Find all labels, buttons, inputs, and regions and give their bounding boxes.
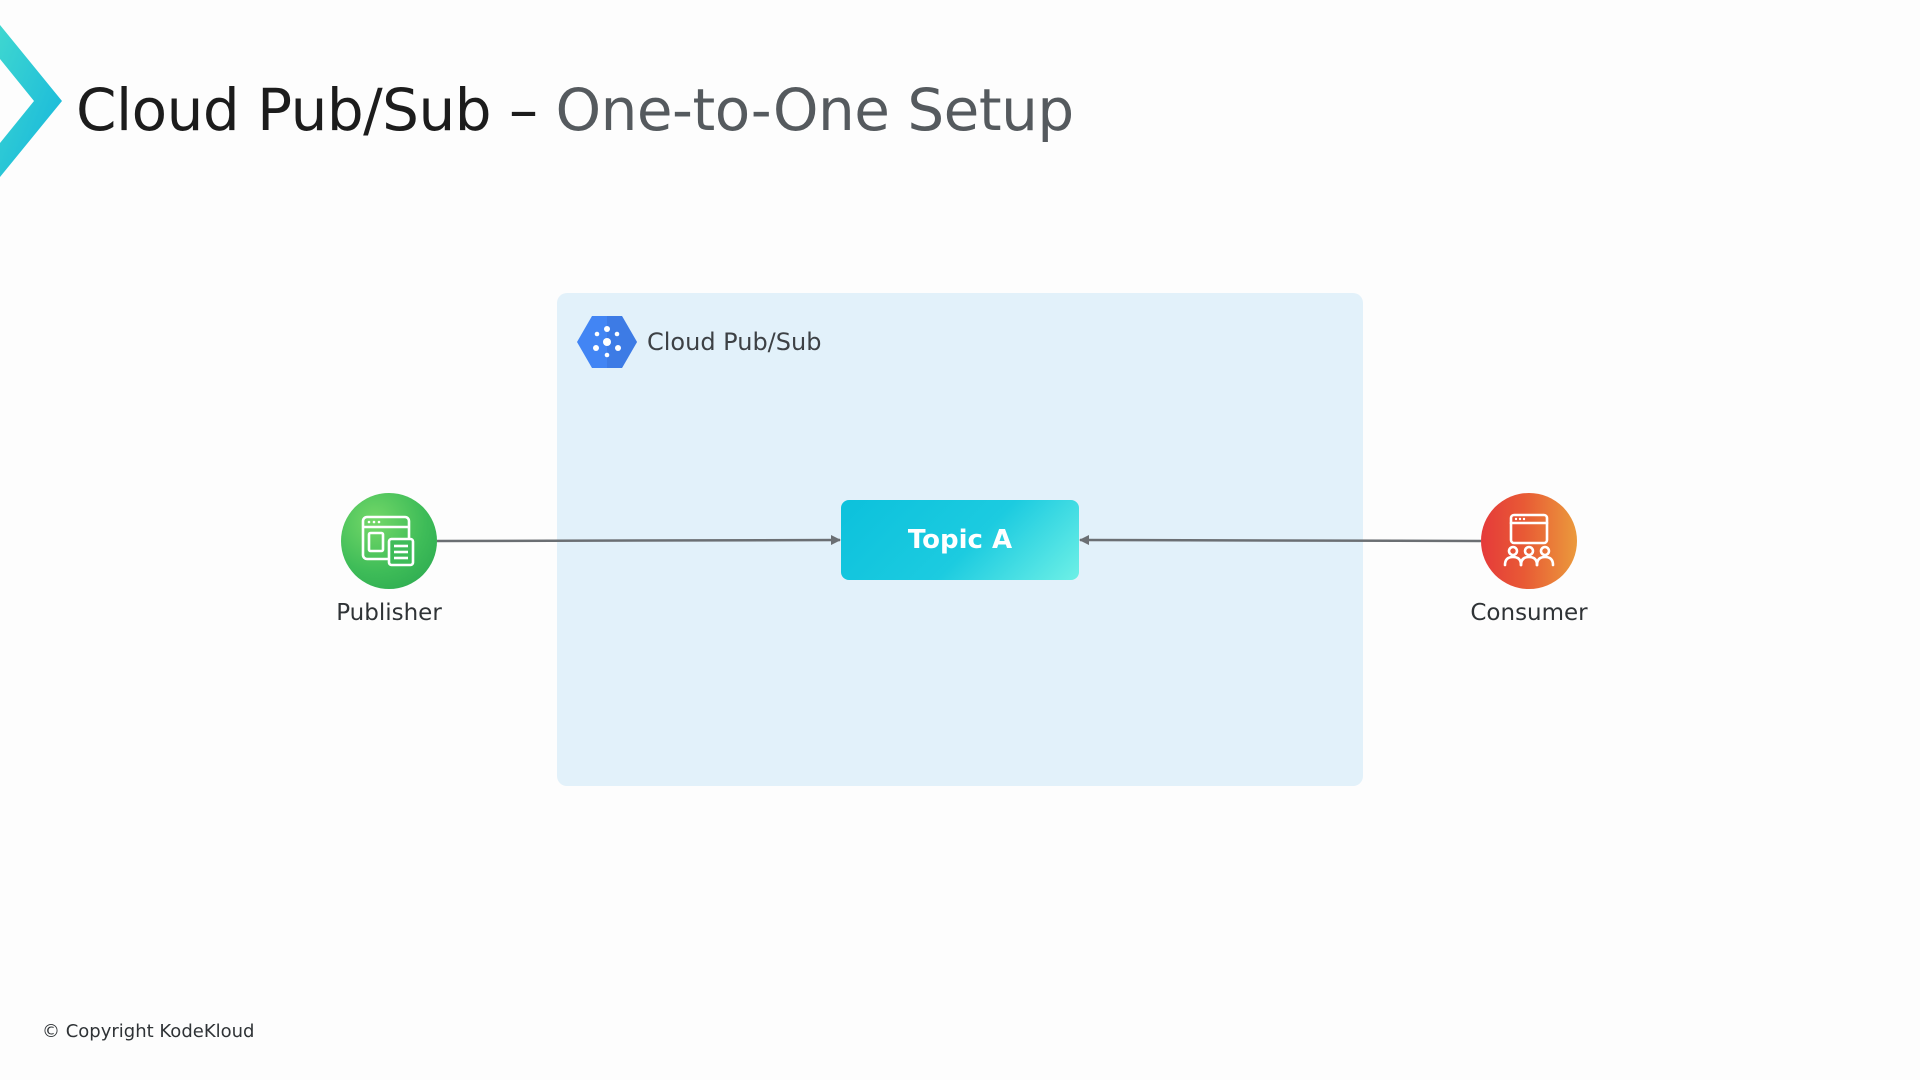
consumer-label: Consumer <box>1470 600 1588 626</box>
page-title-main: Cloud Pub/Sub – <box>76 76 556 144</box>
page-title-sub: One-to-One Setup <box>555 76 1074 144</box>
copyright-text: © Copyright KodeKloud <box>42 1021 255 1042</box>
cloud-pubsub-group-label: Cloud Pub/Sub <box>647 328 822 356</box>
publisher-node <box>341 493 437 589</box>
publisher-app-icon <box>361 515 415 567</box>
topic-a-label: Topic A <box>907 525 1013 555</box>
cloud-pubsub-hexagon-icon <box>577 316 637 368</box>
consumer-group-icon <box>1503 513 1555 567</box>
brand-chevron-icon <box>0 25 62 177</box>
publisher-label: Publisher <box>336 600 442 626</box>
page-title: Cloud Pub/Sub – One-to-One Setup <box>76 72 1074 148</box>
topic-a-node: Topic A <box>841 500 1079 580</box>
consumer-node <box>1481 493 1577 589</box>
